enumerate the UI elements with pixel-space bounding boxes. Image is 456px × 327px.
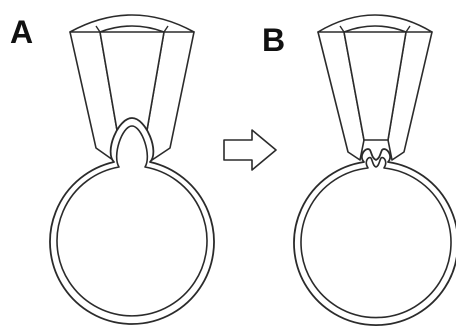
panel-a-figure — [50, 15, 214, 324]
outline-arrow-right-icon — [224, 130, 276, 170]
panel-b-label: B — [262, 24, 285, 56]
panel-b-figure — [294, 15, 456, 325]
panel-b-top-cap — [318, 15, 432, 32]
panel-a-label: A — [10, 16, 33, 48]
panel-a-ring-inner — [57, 126, 207, 316]
panel-a-top-cap — [70, 15, 194, 32]
